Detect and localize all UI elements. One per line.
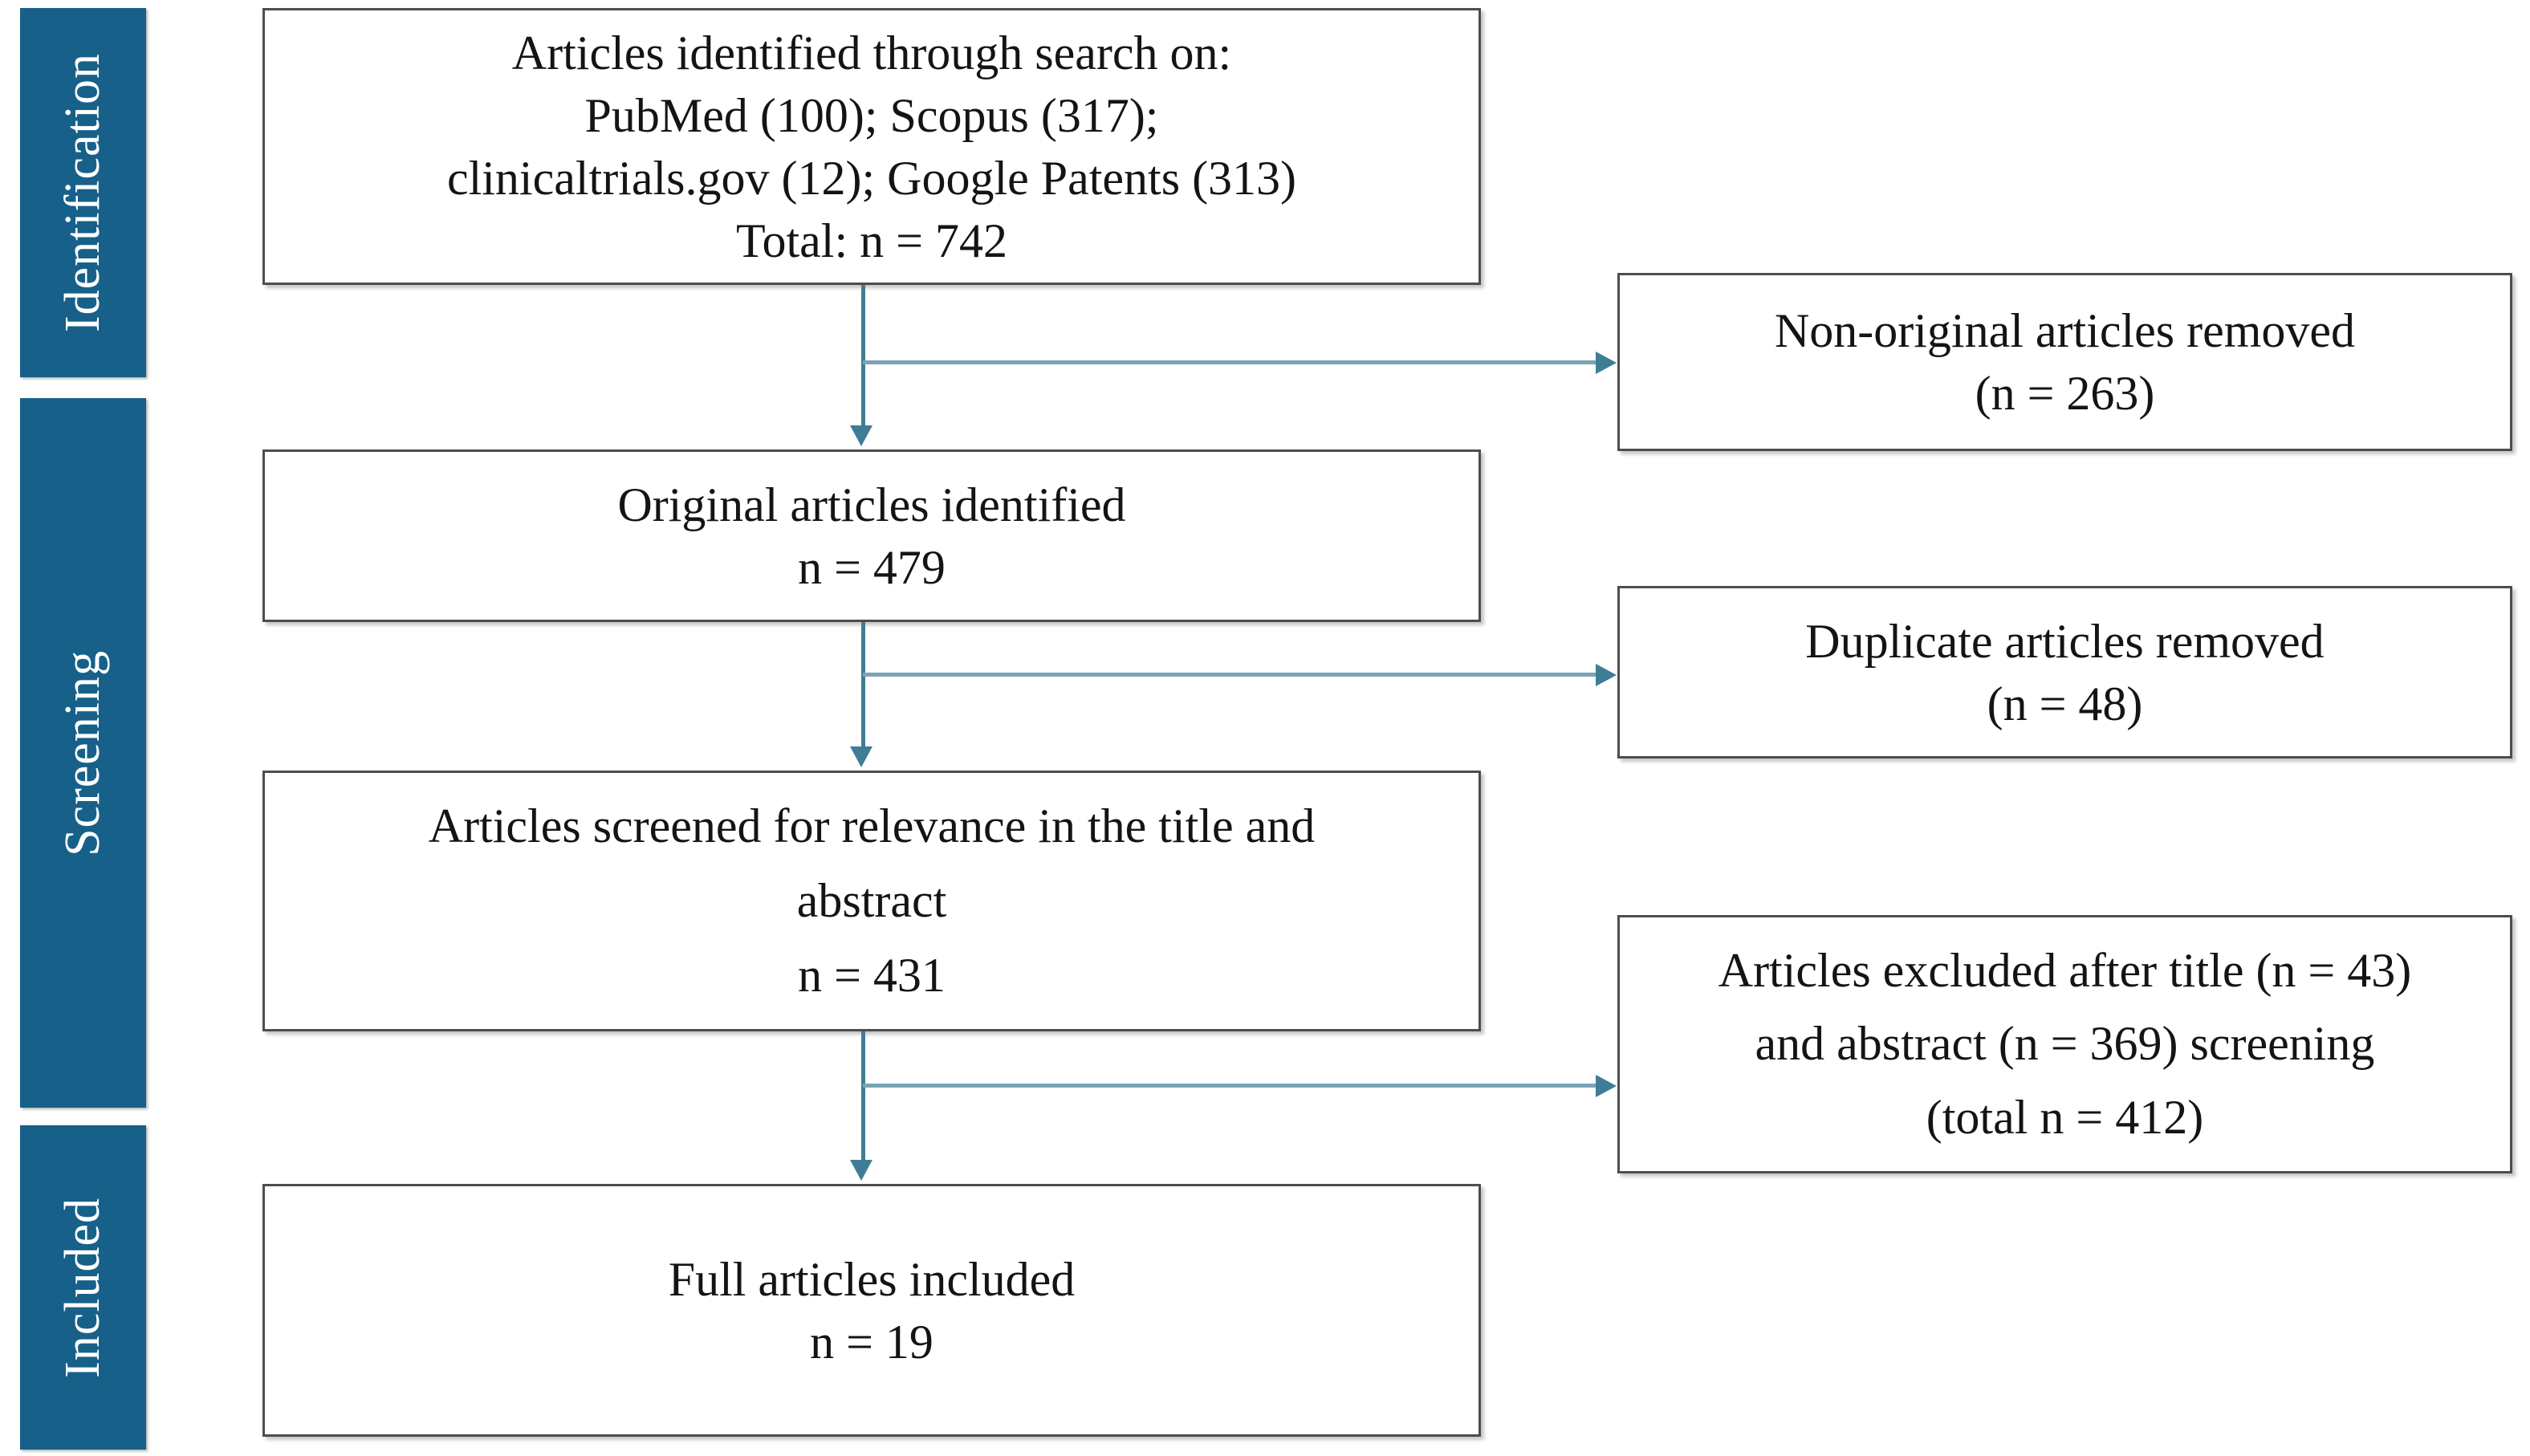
connector-vertical-segment: [861, 622, 865, 746]
phase-label-screening: Screening: [55, 649, 110, 856]
flow-box-line: Full articles included: [668, 1252, 1076, 1306]
flow-box-duplicate-articles-removed: Duplicate articles removed (n = 48): [1617, 586, 2512, 759]
flow-box-line: Total: n = 742: [736, 214, 1007, 267]
flow-box-line: (total n = 412): [1926, 1090, 2204, 1144]
phase-bar-included: Included: [20, 1125, 146, 1450]
connector-vertical-segment: [861, 285, 865, 425]
flow-box-line: n = 431: [798, 949, 946, 1002]
flow-box-non-original-articles-removed: Non-original articles removed (n = 263): [1617, 273, 2512, 451]
flow-box-line: Articles identified through search on:: [511, 26, 1232, 79]
phase-label-identification: Identification: [55, 53, 110, 332]
flow-box-articles-screened: Articles screened for relevance in the t…: [262, 771, 1481, 1031]
flow-box-line: Articles screened for relevance in the t…: [428, 799, 1316, 852]
connector-horizontal-segment: [863, 360, 1597, 364]
flow-box-articles-excluded: Articles excluded after title (n = 43) a…: [1617, 915, 2512, 1173]
flow-box-line: n = 479: [798, 540, 946, 594]
flow-box-original-articles-identified: Original articles identified n = 479: [262, 449, 1481, 622]
flow-box-line: PubMed (100); Scopus (317);: [584, 88, 1159, 142]
flow-box-line: abstract: [796, 874, 947, 927]
arrowhead-down-icon: [850, 425, 872, 446]
flow-box-line: clinicaltrials.gov (12); Google Patents …: [446, 151, 1297, 205]
flow-box-line: Non-original articles removed: [1774, 304, 2356, 357]
flow-box-full-articles-included: Full articles included n = 19: [262, 1184, 1481, 1437]
arrowhead-right-icon: [1596, 1075, 1617, 1097]
connector-vertical-segment: [861, 1031, 865, 1160]
phase-bar-screening: Screening: [20, 398, 146, 1108]
flow-box-line: Original articles identified: [617, 478, 1126, 531]
arrowhead-right-icon: [1596, 664, 1617, 686]
phase-label-included: Included: [55, 1197, 110, 1378]
flow-box-line: (n = 48): [1987, 677, 2143, 730]
flow-box-line: (n = 263): [1975, 367, 2155, 420]
connector-horizontal-segment: [863, 1084, 1597, 1088]
flow-box-articles-identified: Articles identified through search on: P…: [262, 8, 1481, 285]
phase-bar-identification: Identification: [20, 8, 146, 377]
connector-horizontal-segment: [863, 673, 1597, 677]
flow-box-line: and abstract (n = 369) screening: [1755, 1017, 2375, 1071]
arrowhead-down-icon: [850, 1160, 872, 1181]
arrowhead-down-icon: [850, 746, 872, 767]
flow-box-line: n = 19: [810, 1315, 933, 1369]
flow-box-line: Articles excluded after title (n = 43): [1718, 944, 2412, 998]
flow-box-line: Duplicate articles removed: [1805, 614, 2325, 668]
arrowhead-right-icon: [1596, 352, 1617, 374]
